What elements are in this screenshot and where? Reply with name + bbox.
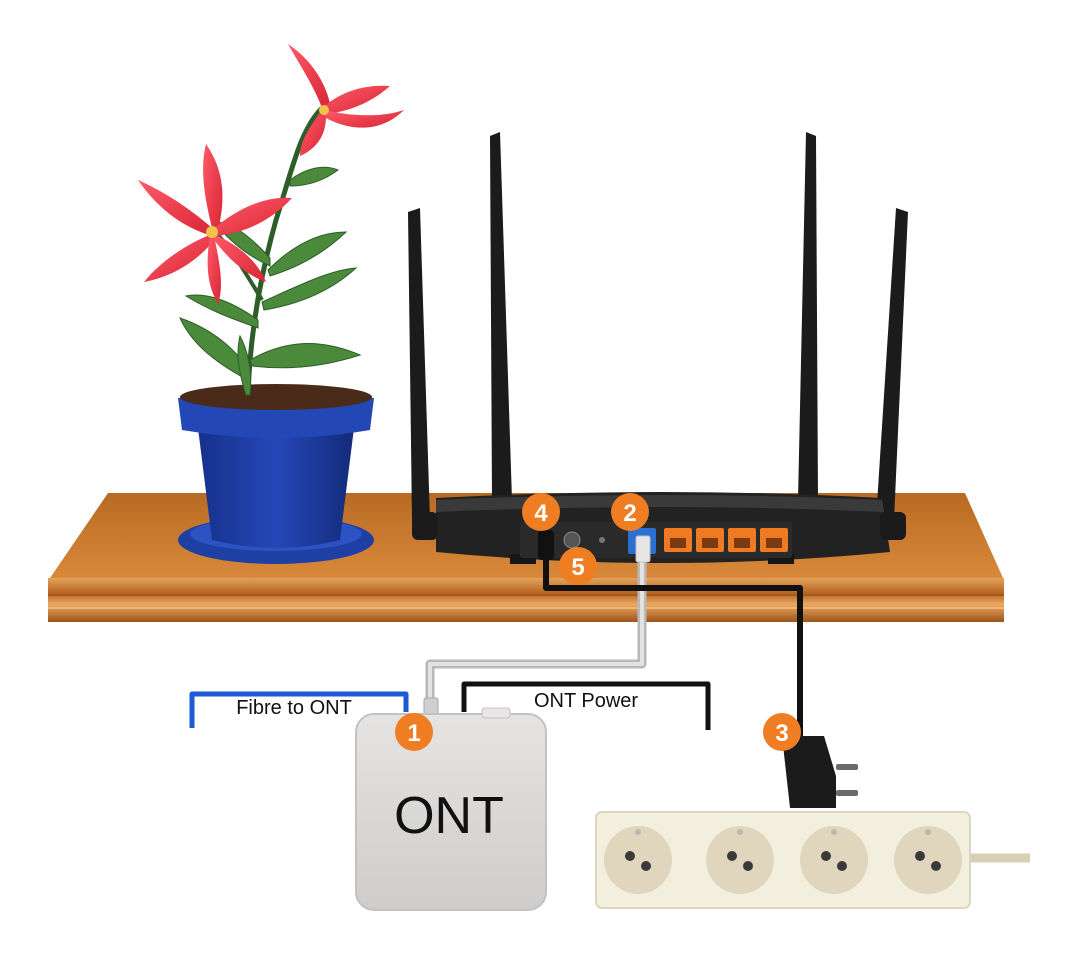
svg-text:4: 4 [534,500,548,527]
step-badge-5: 5 [559,547,597,585]
power-adapter-plug [782,736,858,808]
step-badge-3: 3 [763,713,801,751]
fibre-cable [189,691,409,728]
svg-text:3: 3 [775,720,788,747]
svg-text:1: 1 [407,720,420,747]
plant-leaves [179,166,362,396]
fibre-to-ont-label: Fibre to ONT [236,697,352,719]
step-badge-2: 2 [611,493,649,531]
power-socket [800,826,868,894]
lily-flower-right [288,44,404,156]
svg-text:5: 5 [571,554,584,581]
power-socket [706,826,774,894]
power-socket [604,826,672,894]
svg-text:2: 2 [623,500,636,527]
lan-ports [664,528,788,552]
ont-box-label: ONT [394,787,504,845]
power-strip [595,811,1030,909]
lily-flower-left [138,144,292,304]
ont-power-cable [461,681,711,730]
router-antenna [408,208,430,520]
power-button-icon [563,531,581,549]
router [408,132,908,564]
ont-power-label: ONT Power [534,690,638,712]
router-power-cable [543,556,803,742]
ont-device: ONT [355,707,547,911]
step-badge-1: 1 [395,713,433,751]
router-antenna [876,208,908,520]
flower-pot-plant [138,44,404,564]
step-badge-4: 4 [522,493,560,531]
router-antenna [490,132,512,500]
power-socket [894,826,962,894]
router-antenna [798,132,818,500]
